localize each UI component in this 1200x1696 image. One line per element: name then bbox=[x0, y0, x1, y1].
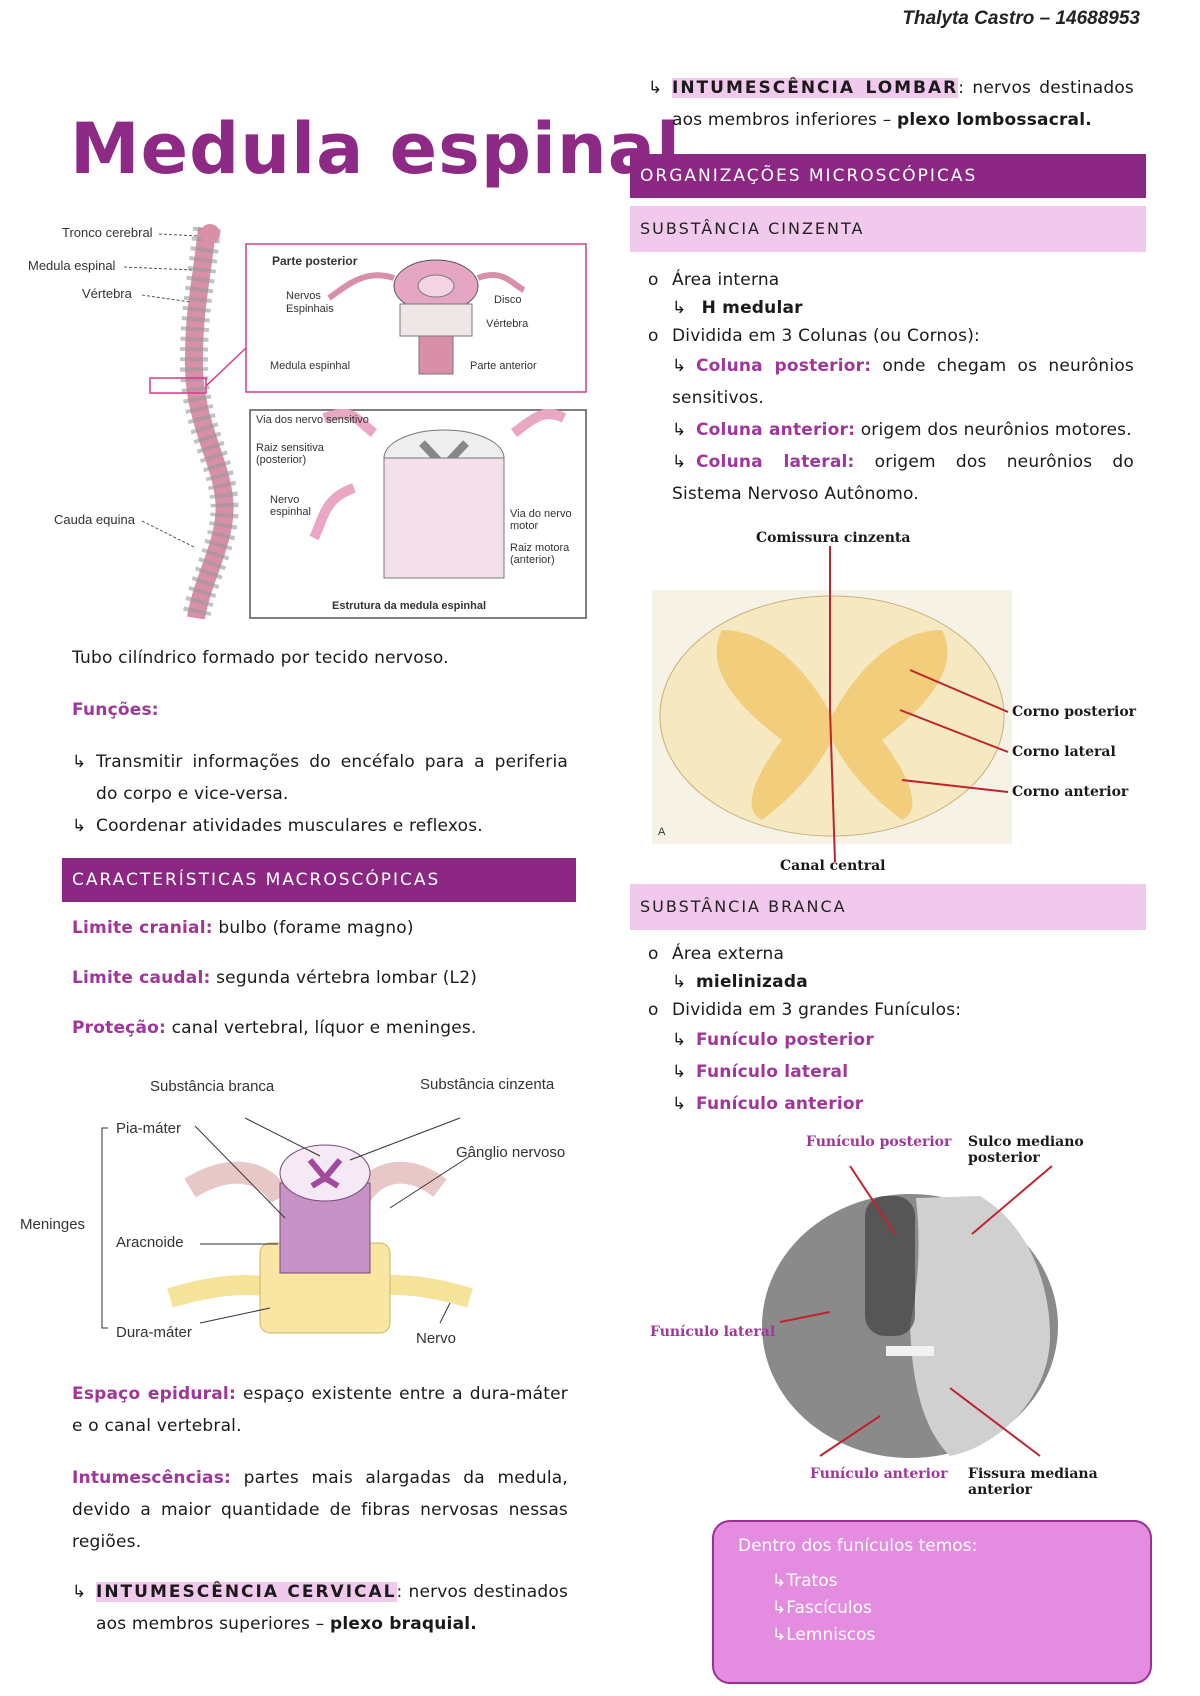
branca-header: SUBSTÂNCIA BRANCA bbox=[630, 884, 1146, 930]
label-substancia-branca: Substância branca bbox=[150, 1078, 275, 1095]
label-aracnoide: Aracnoide bbox=[116, 1234, 184, 1251]
intumescencias: Intumescências: partes mais alargadas da… bbox=[72, 1468, 568, 1552]
label-corno-anterior: Corno anterior bbox=[1012, 784, 1129, 800]
arrow-icon: ↳ bbox=[72, 1582, 87, 1602]
arrow-icon: ↳ bbox=[672, 356, 687, 376]
arrow-icon: ↳ bbox=[72, 816, 87, 836]
label-funiculo-lateral: Funículo lateral bbox=[650, 1324, 776, 1340]
limite-caudal: Limite caudal: segunda vértebra lombar (… bbox=[72, 968, 478, 988]
spine-illustration bbox=[123, 224, 587, 621]
label-medula-espinal: Medula espinal bbox=[28, 258, 116, 273]
arrow-icon: ↳ bbox=[672, 972, 687, 992]
meninges-figure: Substância branca Substância cinzenta Pi… bbox=[20, 1068, 590, 1358]
micro-header: ORGANIZAÇÕES MICROSCÓPICAS bbox=[630, 154, 1146, 198]
label-a: A bbox=[658, 826, 666, 838]
label-substancia-cinzenta: Substância cinzenta bbox=[420, 1076, 555, 1093]
label-funiculo-anterior: Funículo anterior bbox=[810, 1466, 948, 1482]
espaco-epidural: Espaço epidural: espaço existente entre … bbox=[72, 1384, 568, 1436]
label-parte-posterior: Parte posterior bbox=[272, 254, 358, 268]
arrow-icon: ↳ bbox=[772, 1625, 787, 1645]
arrow-icon: ↳ bbox=[72, 752, 87, 772]
arrow-icon: ↳ bbox=[672, 1062, 687, 1082]
label-nervos-espinhais: Nervos Espinhais bbox=[286, 290, 334, 315]
meninges-illustration bbox=[101, 1117, 473, 1334]
funcoes-item: ↳Transmitir informações do encéfalo para… bbox=[72, 746, 568, 842]
label-corno-posterior: Corno posterior bbox=[1012, 704, 1137, 720]
intumescencia-cervical: ↳ INTUMESCÊNCIA CERVICAL: nervos destina… bbox=[72, 1576, 568, 1640]
label-funiculo-posterior: Funículo posterior bbox=[806, 1134, 952, 1150]
callout-item: ↳Lemniscos bbox=[772, 1625, 876, 1645]
label-meninges: Meninges bbox=[20, 1216, 86, 1233]
arrow-icon: ↳ bbox=[672, 452, 687, 472]
label-corno-lateral: Corno lateral bbox=[1012, 744, 1116, 760]
intumescencia-lombar: ↳ INTUMESCÊNCIA LOMBAR: nervos destinado… bbox=[648, 72, 1134, 136]
cinzenta-header: SUBSTÂNCIA CINZENTA bbox=[630, 206, 1146, 252]
callout-item: ↳Fascículos bbox=[772, 1598, 872, 1618]
label-ganglio-nervoso: Gânglio nervoso bbox=[456, 1144, 566, 1161]
limite-cranial: Limite cranial: bulbo (forame magno) bbox=[72, 918, 414, 938]
funiculos-callout: Dentro dos funículos temos: ↳Tratos ↳Fas… bbox=[712, 1520, 1152, 1684]
label-comissura-cinzenta: Comissura cinzenta bbox=[756, 530, 911, 546]
author-name: Thalyta Castro – 14688953 bbox=[902, 8, 1140, 29]
arrow-icon: ↳ bbox=[672, 420, 687, 440]
gray-matter-photo bbox=[652, 590, 1012, 844]
arrow-icon: ↳ bbox=[772, 1571, 787, 1591]
label-via-nervo-motor: Via do nervo motor bbox=[510, 508, 572, 532]
arrow-icon: ↳ bbox=[672, 1094, 687, 1114]
label-nervo: Nervo bbox=[416, 1330, 457, 1347]
label-estrutura-medula: Estrutura da medula espinhal bbox=[332, 600, 487, 612]
label-cauda-equina: Cauda equina bbox=[54, 512, 135, 527]
page-title: Medula espinal bbox=[70, 108, 681, 190]
label-dura-mater: Dura-máter bbox=[116, 1324, 192, 1341]
intro-text: Tubo cilíndrico formado por tecido nervo… bbox=[72, 648, 449, 668]
arrow-icon: ↳ bbox=[672, 298, 687, 318]
callout-item: ↳Tratos bbox=[772, 1571, 838, 1591]
label-sulco-mediano-posterior: Sulco mediano posterior bbox=[968, 1134, 1084, 1166]
arrow-icon: ↳ bbox=[672, 1030, 687, 1050]
gray-matter-figure: Comissura cinzenta Corno posterior Corno… bbox=[640, 530, 1160, 880]
label-via-nervo-sensitivo: Via dos nervo sensitivo bbox=[256, 414, 369, 426]
arrow-icon: ↳ bbox=[772, 1598, 787, 1618]
label-pia-mater: Pia-máter bbox=[116, 1120, 182, 1137]
label-nervo-espinhal: Nervo espinhal bbox=[270, 494, 311, 518]
label-medula-espinhal: Medula espinhal bbox=[270, 360, 351, 372]
callout-title: Dentro dos funículos temos: bbox=[738, 1536, 978, 1556]
arrow-icon: ↳ bbox=[648, 78, 663, 98]
label-raiz-motora: Raiz motora (anterior) bbox=[510, 542, 570, 566]
label-raiz-sensitiva: Raiz sensitiva (posterior) bbox=[256, 442, 324, 466]
label-fissura-mediana-anterior: Fissura mediana anterior bbox=[968, 1466, 1098, 1498]
label-parte-anterior: Parte anterior bbox=[470, 360, 537, 372]
white-matter-figure: Funículo posterior Sulco mediano posteri… bbox=[650, 1126, 1160, 1498]
spine-figure: Tronco cerebral Medula espinal Vértebra … bbox=[24, 218, 594, 628]
label-tronco-cerebral: Tronco cerebral bbox=[62, 225, 153, 240]
label-vertebra: Vértebra bbox=[82, 286, 132, 301]
label-vertebra-box: Vértebra bbox=[486, 318, 529, 330]
macro-header: CARACTERÍSTICAS MACROSCÓPICAS bbox=[62, 858, 576, 902]
funcoes-label: Funções: bbox=[72, 700, 159, 720]
label-canal-central: Canal central bbox=[780, 858, 886, 874]
label-disco: Disco bbox=[494, 294, 522, 306]
protecao: Proteção: canal vertebral, líquor e meni… bbox=[72, 1018, 477, 1038]
